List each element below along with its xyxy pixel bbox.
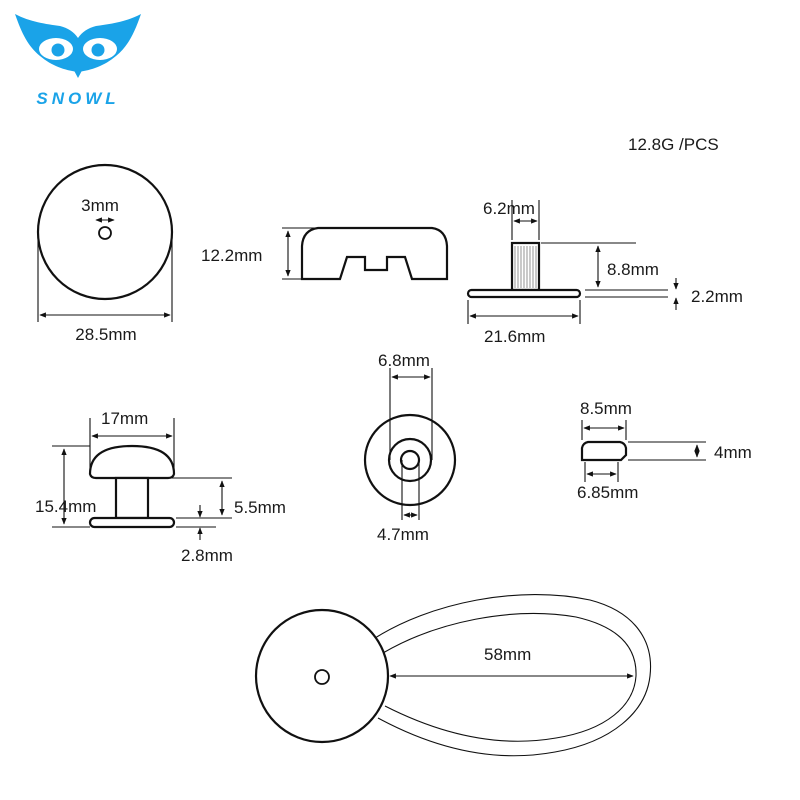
- mushroom-stud-view: 17mm 15.4mm 5.5mm 2.8mm: [35, 409, 286, 565]
- stud-head-width-label: 17mm: [101, 409, 148, 428]
- stud-neck-label: 5.5mm: [234, 498, 286, 517]
- front-disc-view: 3mm 28.5mm: [36, 163, 174, 344]
- brand-name: SNOWL: [36, 89, 119, 108]
- stud-height-label: 15.4mm: [35, 497, 96, 516]
- washer-top-view: 6.8mm 4.7mm: [363, 351, 457, 544]
- cap-height-label: 4mm: [714, 443, 752, 462]
- disc-hole-label: 3mm: [81, 196, 119, 215]
- loop-disc-view: 58mm: [254, 594, 652, 757]
- cap-top-width-label: 8.5mm: [580, 399, 632, 418]
- shank-height-label: 8.8mm: [607, 260, 659, 279]
- brand-logo: SNOWL: [15, 14, 141, 108]
- disc-diameter-label: 28.5mm: [75, 325, 136, 344]
- loop-length-label: 58mm: [484, 645, 531, 664]
- side-disc-view: 12.2mm: [201, 226, 449, 281]
- washer-inner-label: 4.7mm: [377, 525, 429, 544]
- cap-bottom-width-label: 6.85mm: [577, 483, 638, 502]
- small-cap-view: 8.5mm 4mm 6.85mm: [577, 399, 752, 502]
- owl-logo-icon: [15, 14, 141, 78]
- side-height-label: 12.2mm: [201, 246, 262, 265]
- base-width-label: 21.6mm: [484, 327, 545, 346]
- washer-outer-label: 6.8mm: [378, 351, 430, 370]
- weight-per-piece: 12.8G /PCS: [628, 135, 719, 154]
- shank-width-label: 6.2mm: [483, 199, 535, 218]
- base-thickness-label: 2.2mm: [691, 287, 743, 306]
- stud-side-view: 6.2mm 8.8mm 2.2mm 21.6mm: [466, 199, 743, 346]
- stud-base-label: 2.8mm: [181, 546, 233, 565]
